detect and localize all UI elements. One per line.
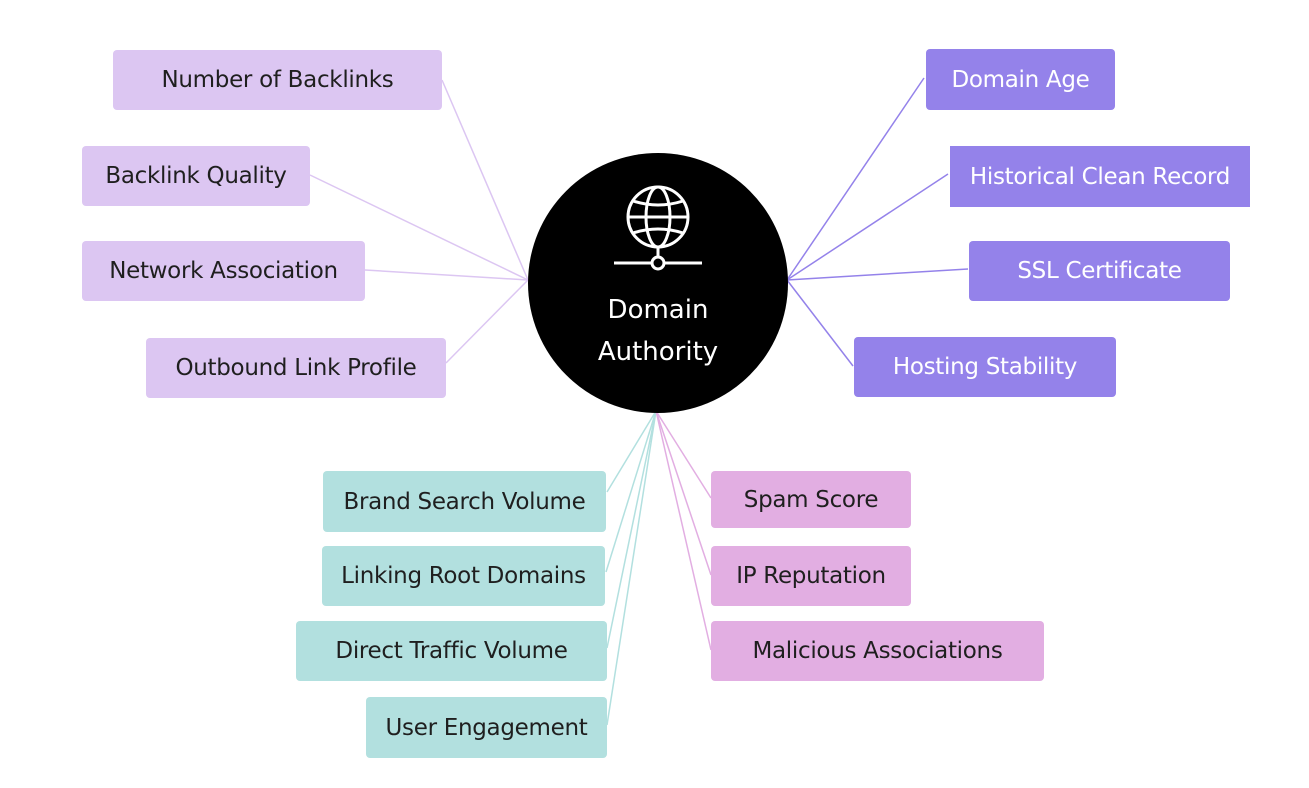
link-spam-score <box>655 410 712 499</box>
link-network-association <box>364 269 529 281</box>
link-ssl-certificate <box>786 268 969 281</box>
link-brand-search-volume <box>606 410 657 493</box>
node-direct-traffic-volume[interactable]: Direct Traffic Volume <box>296 621 607 681</box>
node-malicious-associations[interactable]: Malicious Associations <box>711 621 1044 681</box>
node-historical-clean-record[interactable]: Historical Clean Record <box>950 146 1250 207</box>
link-malicious-associations <box>655 410 712 651</box>
node-linking-root-domains[interactable]: Linking Root Domains <box>322 546 605 606</box>
node-spam-score[interactable]: Spam Score <box>711 471 911 528</box>
link-user-engagement <box>606 410 657 726</box>
link-hosting-stability <box>786 279 854 367</box>
hub-title-line2: Authority <box>597 337 719 367</box>
link-backlink-quality <box>309 174 529 281</box>
node-ssl-certificate[interactable]: SSL Certificate <box>969 241 1230 301</box>
node-network-association[interactable]: Network Association <box>82 241 365 301</box>
globe-network-icon <box>614 185 702 271</box>
node-backlink-quality[interactable]: Backlink Quality <box>82 146 310 206</box>
hub-domain-authority[interactable]: Domain Authority <box>528 153 788 413</box>
node-domain-age[interactable]: Domain Age <box>926 49 1115 110</box>
node-ip-reputation[interactable]: IP Reputation <box>711 546 911 606</box>
link-linking-root-domains <box>605 410 657 573</box>
node-outbound-link-profile[interactable]: Outbound Link Profile <box>146 338 446 398</box>
link-ip-reputation <box>655 410 712 576</box>
node-hosting-stability[interactable]: Hosting Stability <box>854 337 1116 397</box>
node-brand-search-volume[interactable]: Brand Search Volume <box>323 471 606 532</box>
hub-title-line1: Domain <box>607 295 709 325</box>
node-number-of-backlinks[interactable]: Number of Backlinks <box>113 50 442 110</box>
link-domain-age <box>786 77 925 281</box>
node-user-engagement[interactable]: User Engagement <box>366 697 607 758</box>
link-outbound-link-profile <box>445 279 529 364</box>
link-number-of-backlinks <box>441 79 529 281</box>
link-direct-traffic-volume <box>606 410 657 649</box>
link-historical-clean-record <box>786 173 949 281</box>
